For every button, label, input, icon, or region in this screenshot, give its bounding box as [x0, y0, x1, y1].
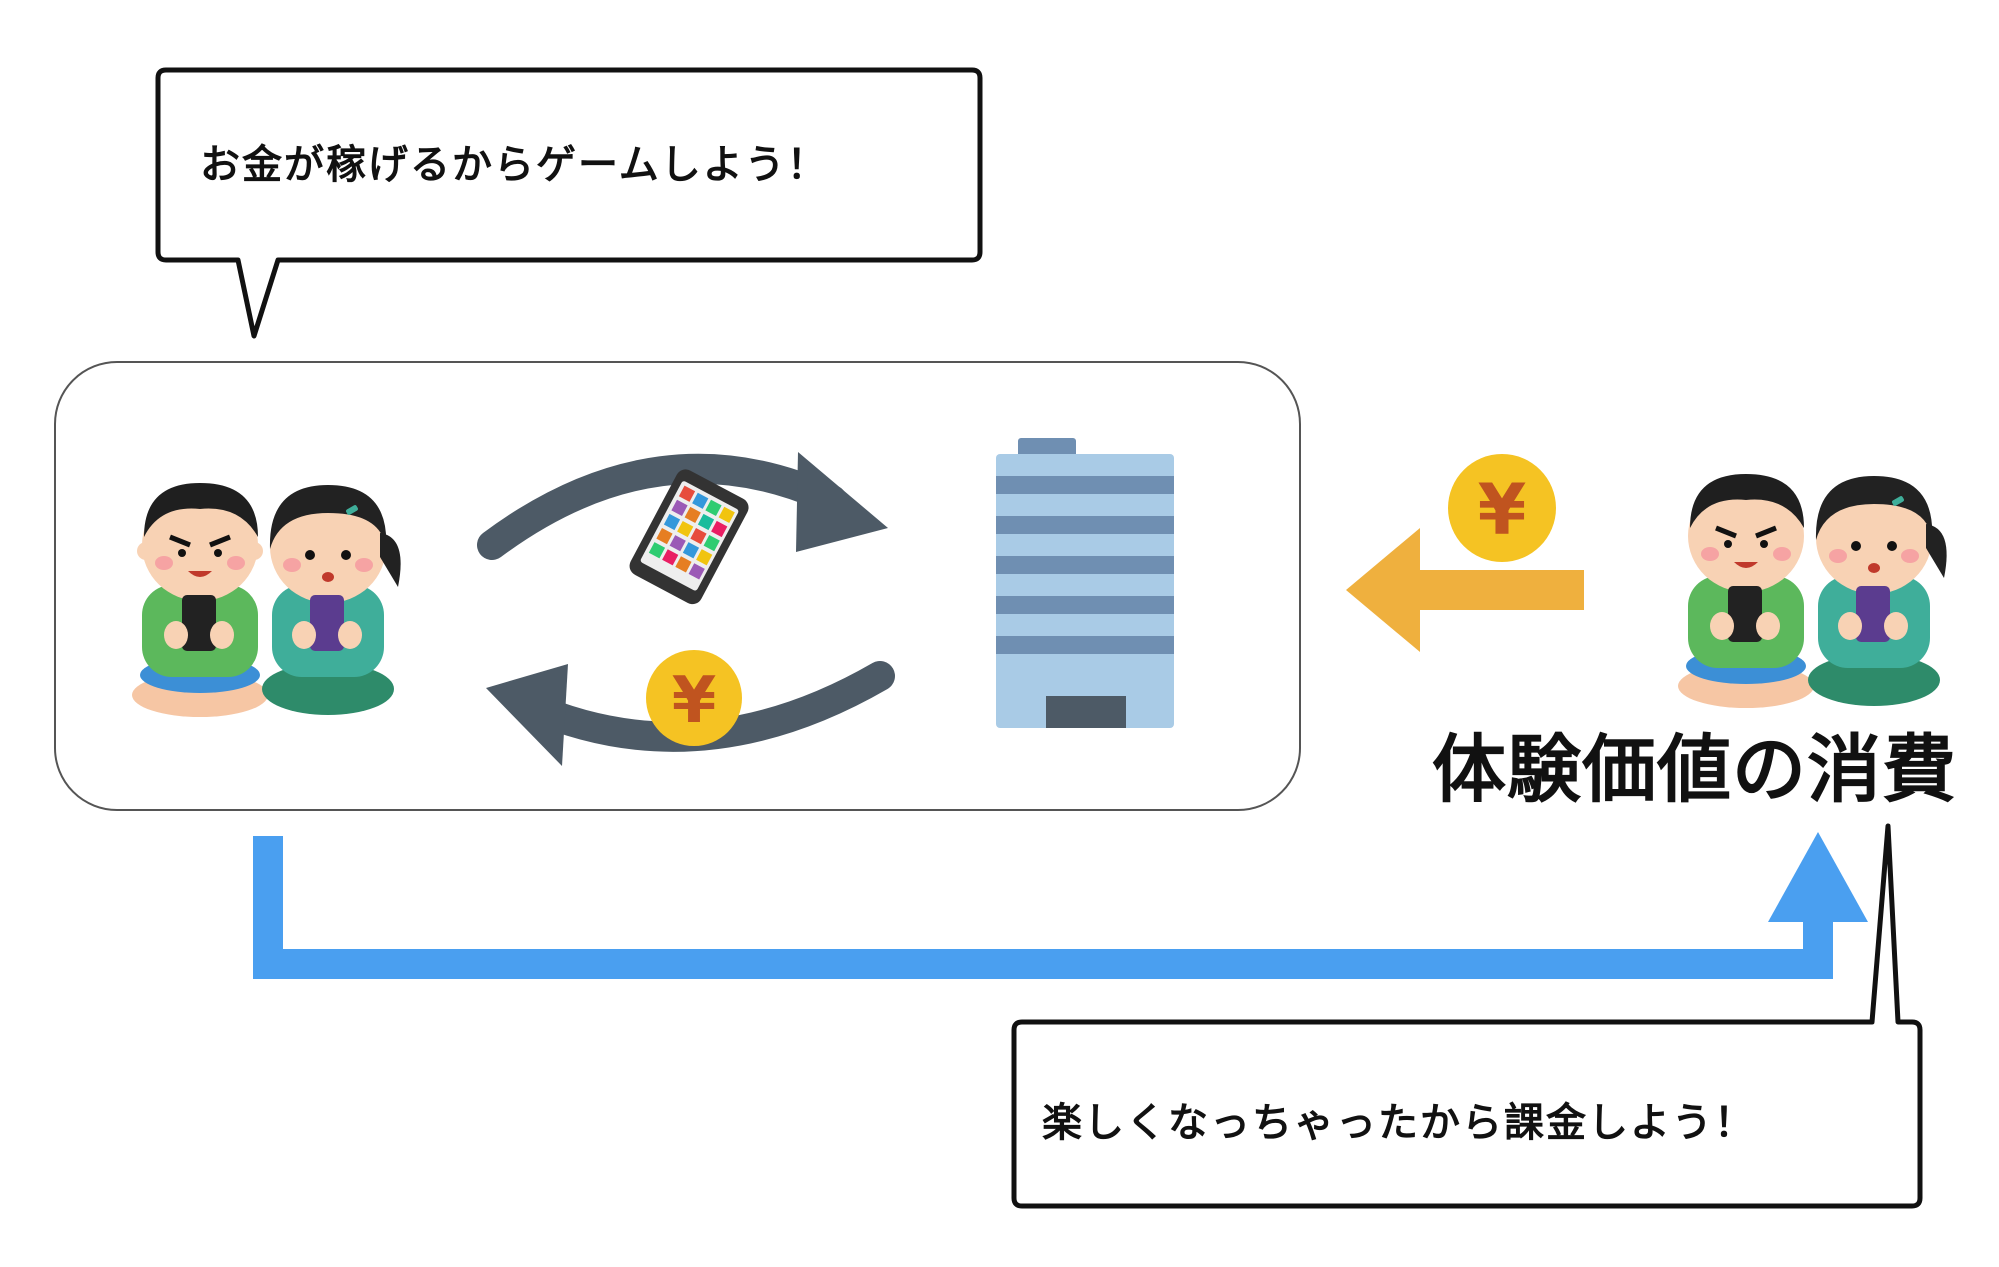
boy-player-icon [1678, 474, 1814, 708]
app-smartphone-icon [629, 469, 749, 605]
smartphone-icon [182, 595, 216, 651]
flow-arrow-icon [253, 832, 1868, 979]
company-building-icon [996, 438, 1174, 728]
bottom-bubble-text: 楽しくなっちゃったから課金しよう！ [1042, 1100, 1756, 1146]
yen-symbol: ¥ [672, 664, 717, 738]
top-bubble-text: お金が稼げるからゲームしよう！ [200, 142, 829, 188]
yen-coin-cycle-icon: ¥ [646, 650, 742, 746]
smartphone-icon [1856, 586, 1890, 642]
smartphone-icon [1728, 586, 1762, 642]
yen-coin-payment-icon: ¥ [1448, 454, 1556, 562]
top-speech-bubble [155, 67, 983, 339]
smartphone-icon [310, 595, 344, 651]
yen-symbol: ¥ [1478, 469, 1527, 551]
girl-player-icon [1808, 476, 1947, 706]
players-left-icon [132, 483, 401, 717]
girl-player-icon [262, 485, 401, 715]
payment-arrow-icon [1346, 528, 1584, 652]
boy-player-icon [132, 483, 268, 717]
bottom-speech-bubble [1011, 823, 1923, 1209]
cycle-arrow-top-icon [477, 452, 888, 560]
experience-value-consumption-label: 体験価値の消費 [1432, 727, 1957, 813]
players-right-icon [1678, 474, 1947, 708]
